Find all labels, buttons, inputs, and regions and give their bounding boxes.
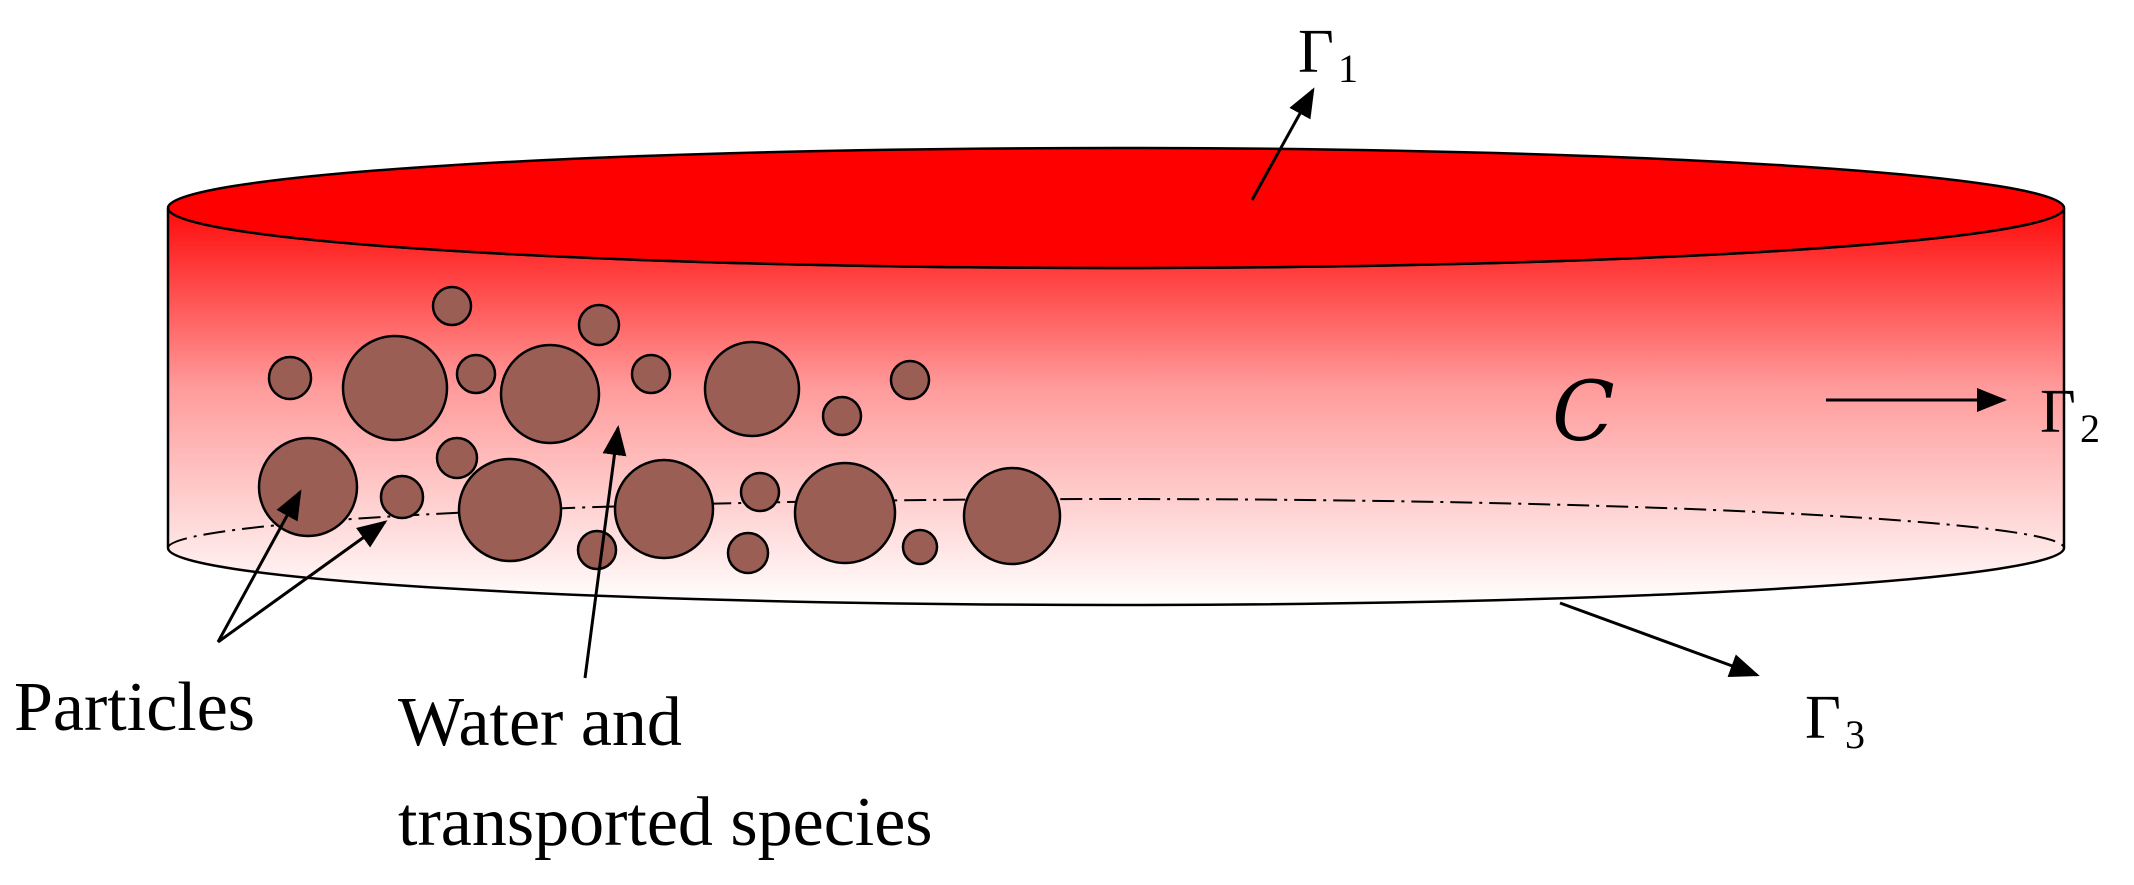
- particle: [962, 466, 1062, 566]
- particle: [435, 436, 479, 480]
- particle: [257, 436, 359, 538]
- particle: [431, 285, 473, 327]
- particle: [613, 458, 715, 560]
- gamma-2-subscript: 2: [2080, 406, 2100, 451]
- particle: [457, 457, 563, 563]
- gamma-2-label: Γ 2: [2040, 378, 2100, 451]
- particle: [577, 303, 621, 347]
- top-face-gamma-1: [166, 146, 2066, 270]
- particle: [901, 528, 939, 566]
- gamma-3-subscript: 3: [1845, 712, 1865, 757]
- particle: [793, 461, 897, 565]
- particle: [821, 395, 863, 437]
- domain-label: C: [1552, 365, 1615, 460]
- particle: [739, 471, 781, 513]
- particles-group: [257, 285, 1062, 575]
- arrows-group: [216, 87, 2007, 679]
- particle: [630, 353, 672, 395]
- gamma-2-symbol: Γ: [2040, 378, 2076, 446]
- water-label-line-2: transported species: [398, 784, 933, 861]
- water-arrow: [583, 425, 627, 679]
- gamma-1-arrow: [1250, 87, 1315, 201]
- particle: [267, 355, 313, 401]
- particle: [703, 340, 801, 438]
- particles-label: Particles: [14, 669, 255, 746]
- gamma-1-label: Γ 1: [1298, 18, 1358, 91]
- gamma-1-subscript: 1: [1338, 46, 1358, 91]
- particle: [379, 474, 425, 520]
- particles-arrow-2: [217, 520, 388, 644]
- gamma-3-label: Γ 3: [1805, 684, 1865, 757]
- particle: [455, 353, 497, 395]
- gamma-3-arrow: [1559, 601, 1760, 678]
- particle: [726, 531, 770, 575]
- particle: [576, 529, 618, 571]
- particles-arrow-1: [216, 489, 302, 643]
- gamma-1-symbol: Γ: [1298, 18, 1334, 86]
- gamma-3-symbol: Γ: [1805, 684, 1841, 752]
- particle: [341, 334, 449, 442]
- water-label-line-1: Water and: [398, 684, 682, 761]
- particle: [499, 343, 601, 445]
- particle: [889, 359, 931, 401]
